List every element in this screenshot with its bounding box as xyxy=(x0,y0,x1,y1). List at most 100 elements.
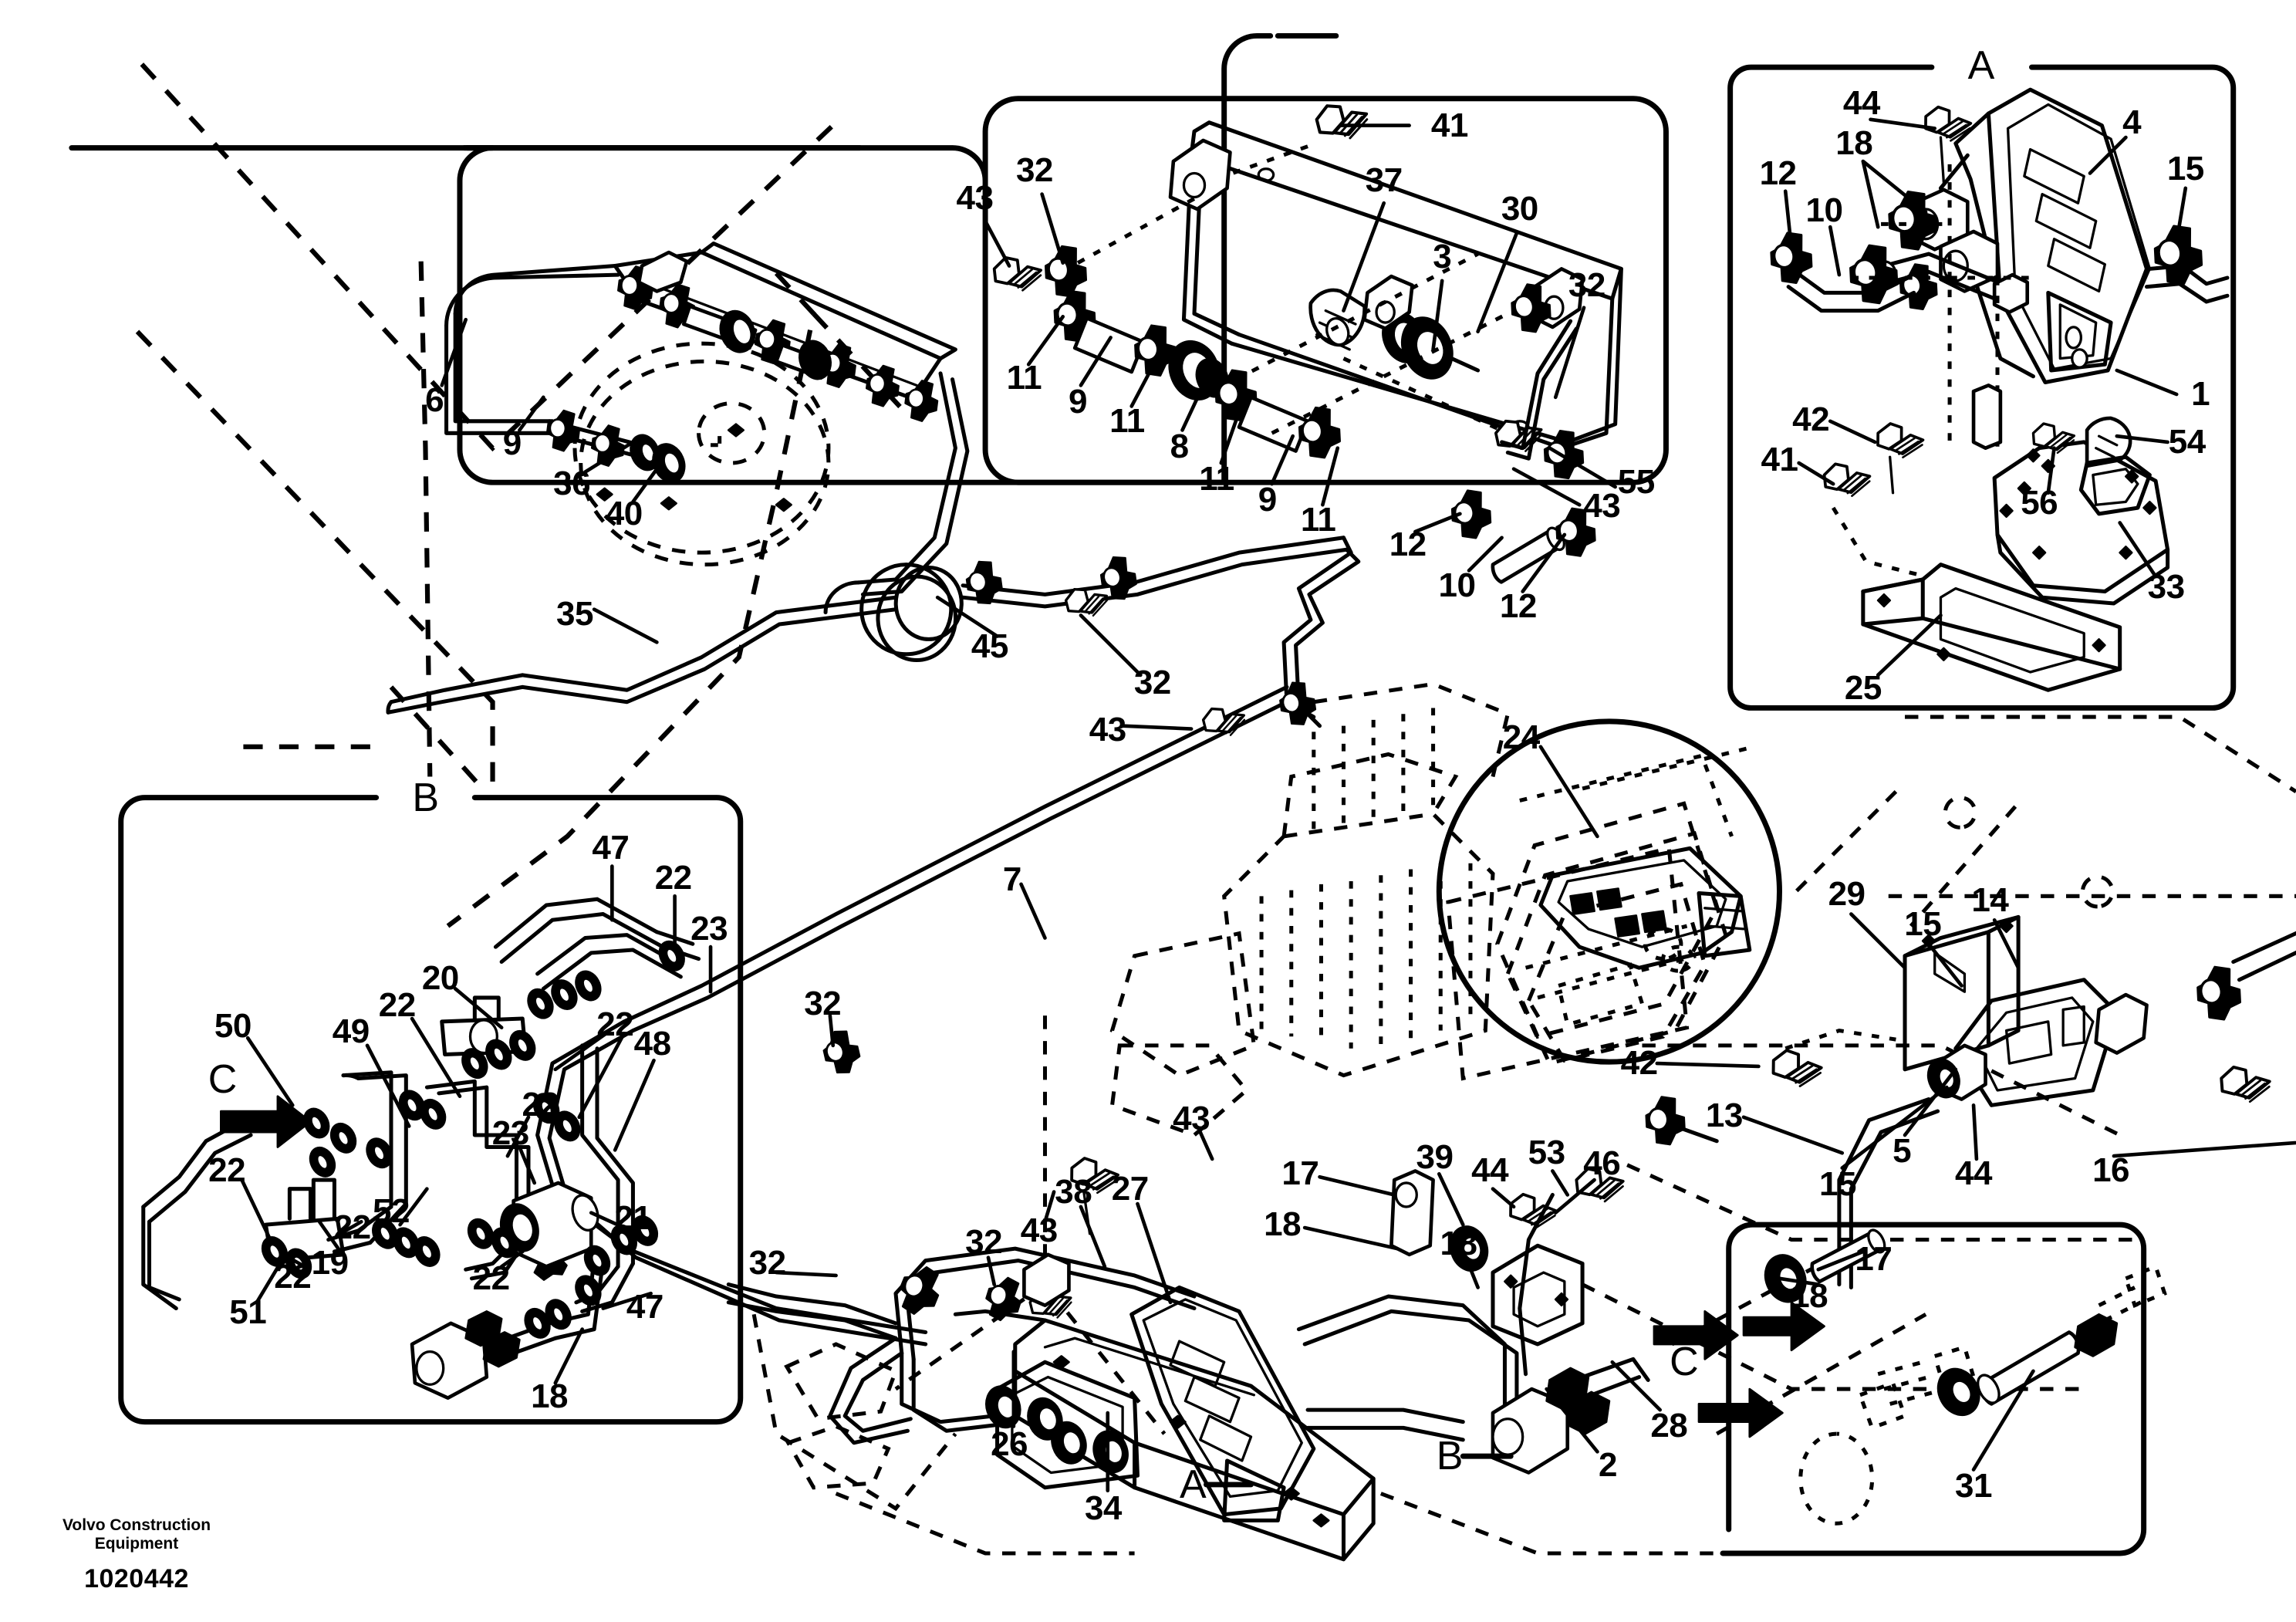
callout-number: 10 xyxy=(1438,566,1476,604)
callout-number: 7 xyxy=(1002,860,1021,899)
callout-number: 43 xyxy=(1583,487,1621,525)
callout-number: 9 xyxy=(1069,382,1088,421)
callout-number: 49 xyxy=(332,1012,370,1051)
callout-number: 43 xyxy=(1089,711,1126,749)
callout-number: 8 xyxy=(1170,427,1189,465)
callout-number: 32 xyxy=(965,1223,1003,1262)
callout-number: 47 xyxy=(626,1287,663,1326)
callout-number: 6 xyxy=(425,380,444,419)
callout-number: 22 xyxy=(522,1086,559,1124)
callout-number: 42 xyxy=(1792,400,1830,438)
callout-number: 56 xyxy=(2021,484,2058,522)
callout-number: 43 xyxy=(1020,1211,1058,1249)
callout-number: 22 xyxy=(596,1005,634,1043)
brand-line-1: Volvo Construction xyxy=(62,1516,211,1534)
callout-number: 18 xyxy=(1791,1277,1828,1316)
callout-number: 33 xyxy=(2147,567,2185,606)
section-marker: B xyxy=(412,775,439,820)
callout-number: 9 xyxy=(1258,481,1277,519)
callout-number: 34 xyxy=(1084,1489,1122,1527)
callout-number: 25 xyxy=(1844,669,1882,708)
callout-number: 12 xyxy=(1759,154,1797,192)
callout-number: 5 xyxy=(1893,1132,1912,1171)
callout-number: 18 xyxy=(1835,123,1873,162)
callout-number: 16 xyxy=(2092,1151,2130,1190)
callout-number: 32 xyxy=(804,984,842,1022)
callout-number: 22 xyxy=(472,1259,510,1297)
callout-number: 18 xyxy=(1440,1225,1477,1263)
callout-number: 43 xyxy=(1173,1099,1210,1137)
callout-number: 39 xyxy=(1416,1138,1454,1177)
callout-number: 21 xyxy=(614,1199,652,1238)
callout-number: 3 xyxy=(1433,237,1452,275)
section-marker: B xyxy=(1436,1434,1464,1479)
callout-number: 2 xyxy=(1598,1445,1617,1484)
callout-number: 55 xyxy=(1617,463,1655,502)
callout-number: 23 xyxy=(690,909,728,948)
callout-number: 22 xyxy=(654,859,692,897)
callout-number: 50 xyxy=(214,1006,252,1045)
callout-number: 14 xyxy=(1971,881,2009,920)
callout-number: 13 xyxy=(1705,1096,1743,1134)
callout-number: 12 xyxy=(1499,586,1537,625)
callout-number: 54 xyxy=(2168,422,2206,461)
callout-number: 47 xyxy=(592,829,630,867)
drawing-number: 1020442 xyxy=(84,1564,189,1594)
callout-number: 44 xyxy=(1842,83,1880,122)
callout-number: 15 xyxy=(1818,1164,1856,1203)
brand-line-2: Equipment xyxy=(94,1535,179,1553)
callout-number: 38 xyxy=(1055,1172,1092,1211)
callout-number: 44 xyxy=(1955,1154,1993,1193)
callout-number: 18 xyxy=(531,1377,569,1415)
callout-number: 22 xyxy=(274,1257,312,1296)
callout-number: 46 xyxy=(1583,1144,1621,1182)
callout-number: 28 xyxy=(1650,1407,1688,1445)
callout-number: 22 xyxy=(333,1208,371,1247)
callout-number: 9 xyxy=(502,424,522,462)
callout-number: 32 xyxy=(1133,663,1171,701)
callout-number: 26 xyxy=(991,1424,1028,1463)
section-marker: C xyxy=(1670,1340,1699,1385)
section-marker: A xyxy=(1967,43,1995,89)
callout-number: 40 xyxy=(605,494,643,532)
callout-number: 18 xyxy=(1264,1205,1302,1244)
callout-number: 31 xyxy=(1955,1466,1993,1505)
callout-number: 48 xyxy=(633,1024,671,1063)
callout-number: 45 xyxy=(971,627,1008,666)
section-marker: A xyxy=(1179,1461,1207,1507)
callout-number: 32 xyxy=(1568,265,1606,304)
callout-number: 11 xyxy=(1109,401,1145,440)
callout-number: 35 xyxy=(555,594,593,633)
footer-block: Volvo Construction Equipment 1020442 xyxy=(40,1516,364,1594)
callout-number: 11 xyxy=(1006,358,1042,397)
callout-number: 1 xyxy=(2191,374,2210,413)
callout-number: 43 xyxy=(956,179,994,218)
callout-number: 42 xyxy=(1620,1044,1658,1083)
callout-number: 22 xyxy=(378,985,416,1024)
callout-number: 22 xyxy=(208,1151,246,1190)
callout-number: 52 xyxy=(372,1191,410,1230)
callout-number: 44 xyxy=(1471,1151,1509,1190)
callout-number: 41 xyxy=(1430,106,1468,144)
callout-number: 23 xyxy=(491,1114,529,1153)
callout-number: 41 xyxy=(1761,441,1798,479)
section-marker: C xyxy=(208,1057,238,1103)
callout-number: 19 xyxy=(311,1244,349,1282)
callout-number: 32 xyxy=(748,1244,786,1282)
callout-number: 17 xyxy=(1855,1239,1893,1278)
callout-number: 36 xyxy=(553,465,591,503)
callout-number: 11 xyxy=(1199,460,1234,498)
callout-number: 51 xyxy=(229,1293,267,1332)
callout-number: 37 xyxy=(1365,161,1403,200)
brand-name: Volvo Construction Equipment xyxy=(40,1516,233,1553)
callout-number: 10 xyxy=(1805,191,1843,229)
callout-number: 11 xyxy=(1300,500,1336,539)
callout-number: 12 xyxy=(1389,525,1427,564)
callout-number: 15 xyxy=(1904,905,1942,944)
callout-number: 20 xyxy=(421,958,459,997)
callout-number: 32 xyxy=(1015,150,1053,189)
callout-number: 53 xyxy=(1528,1134,1565,1172)
callout-number: 24 xyxy=(1502,718,1540,757)
